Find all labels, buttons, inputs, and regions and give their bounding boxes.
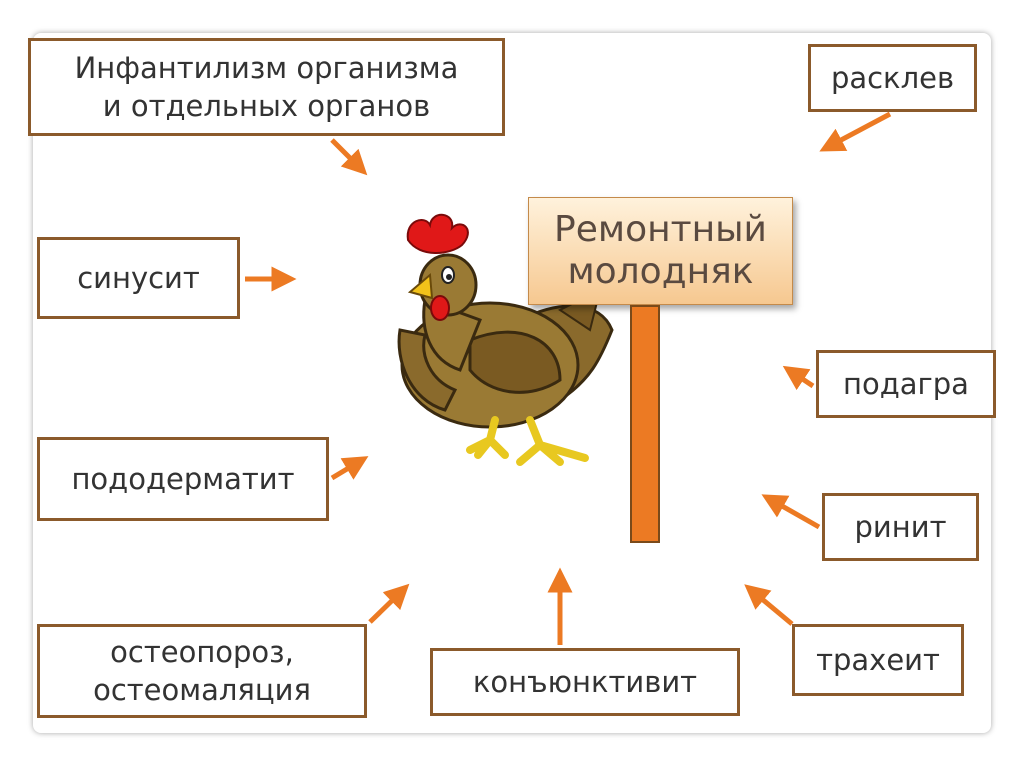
infantilism-line-2: и отдельных органов bbox=[102, 89, 431, 123]
box-konyunktivit: конъюнктивит bbox=[430, 648, 740, 716]
box-podagra: подагра bbox=[816, 350, 996, 418]
box-rinit: ринит bbox=[822, 493, 979, 561]
osteoporoz-line-1: остеопороз, bbox=[110, 635, 294, 669]
title-line-2: молодняк bbox=[567, 251, 754, 292]
box-traheit: трахеит bbox=[792, 624, 964, 696]
infantilism-line-1: Инфантилизм организма bbox=[74, 51, 459, 85]
rasklev-label: расклев bbox=[830, 61, 955, 95]
osteoporoz-line-2: остеомаляция bbox=[93, 673, 311, 707]
box-osteoporoz: остеопороз, остеомаляция bbox=[37, 624, 367, 718]
box-rasklev: расклев bbox=[808, 44, 977, 112]
arrow-rasklev bbox=[819, 111, 892, 152]
traheit-label: трахеит bbox=[816, 643, 940, 677]
box-infantilism: Инфантилизм организма и отдельных органо… bbox=[28, 38, 505, 136]
konyunktivit-label: конъюнктивит bbox=[472, 665, 698, 699]
title-sign: Ремонтный молодняк bbox=[528, 197, 793, 305]
arrow-rinit bbox=[761, 494, 821, 530]
podagra-label: подагра bbox=[843, 367, 969, 401]
sign-pole bbox=[630, 305, 660, 543]
sinusit-label: синусит bbox=[77, 261, 200, 295]
title-line-1: Ремонтный bbox=[554, 209, 767, 250]
arrow-traheit bbox=[744, 584, 794, 626]
rinit-label: ринит bbox=[854, 510, 947, 544]
arrow-podagra bbox=[782, 365, 815, 391]
pododermatit-label: пододерматит bbox=[71, 462, 295, 496]
arrow-pododermatit bbox=[330, 456, 369, 481]
arrow-osteoporoz bbox=[368, 583, 410, 624]
box-pododermatit: пододерматит bbox=[37, 437, 329, 521]
arrow-infantilism bbox=[330, 138, 368, 176]
box-sinusit: синусит bbox=[37, 237, 240, 319]
